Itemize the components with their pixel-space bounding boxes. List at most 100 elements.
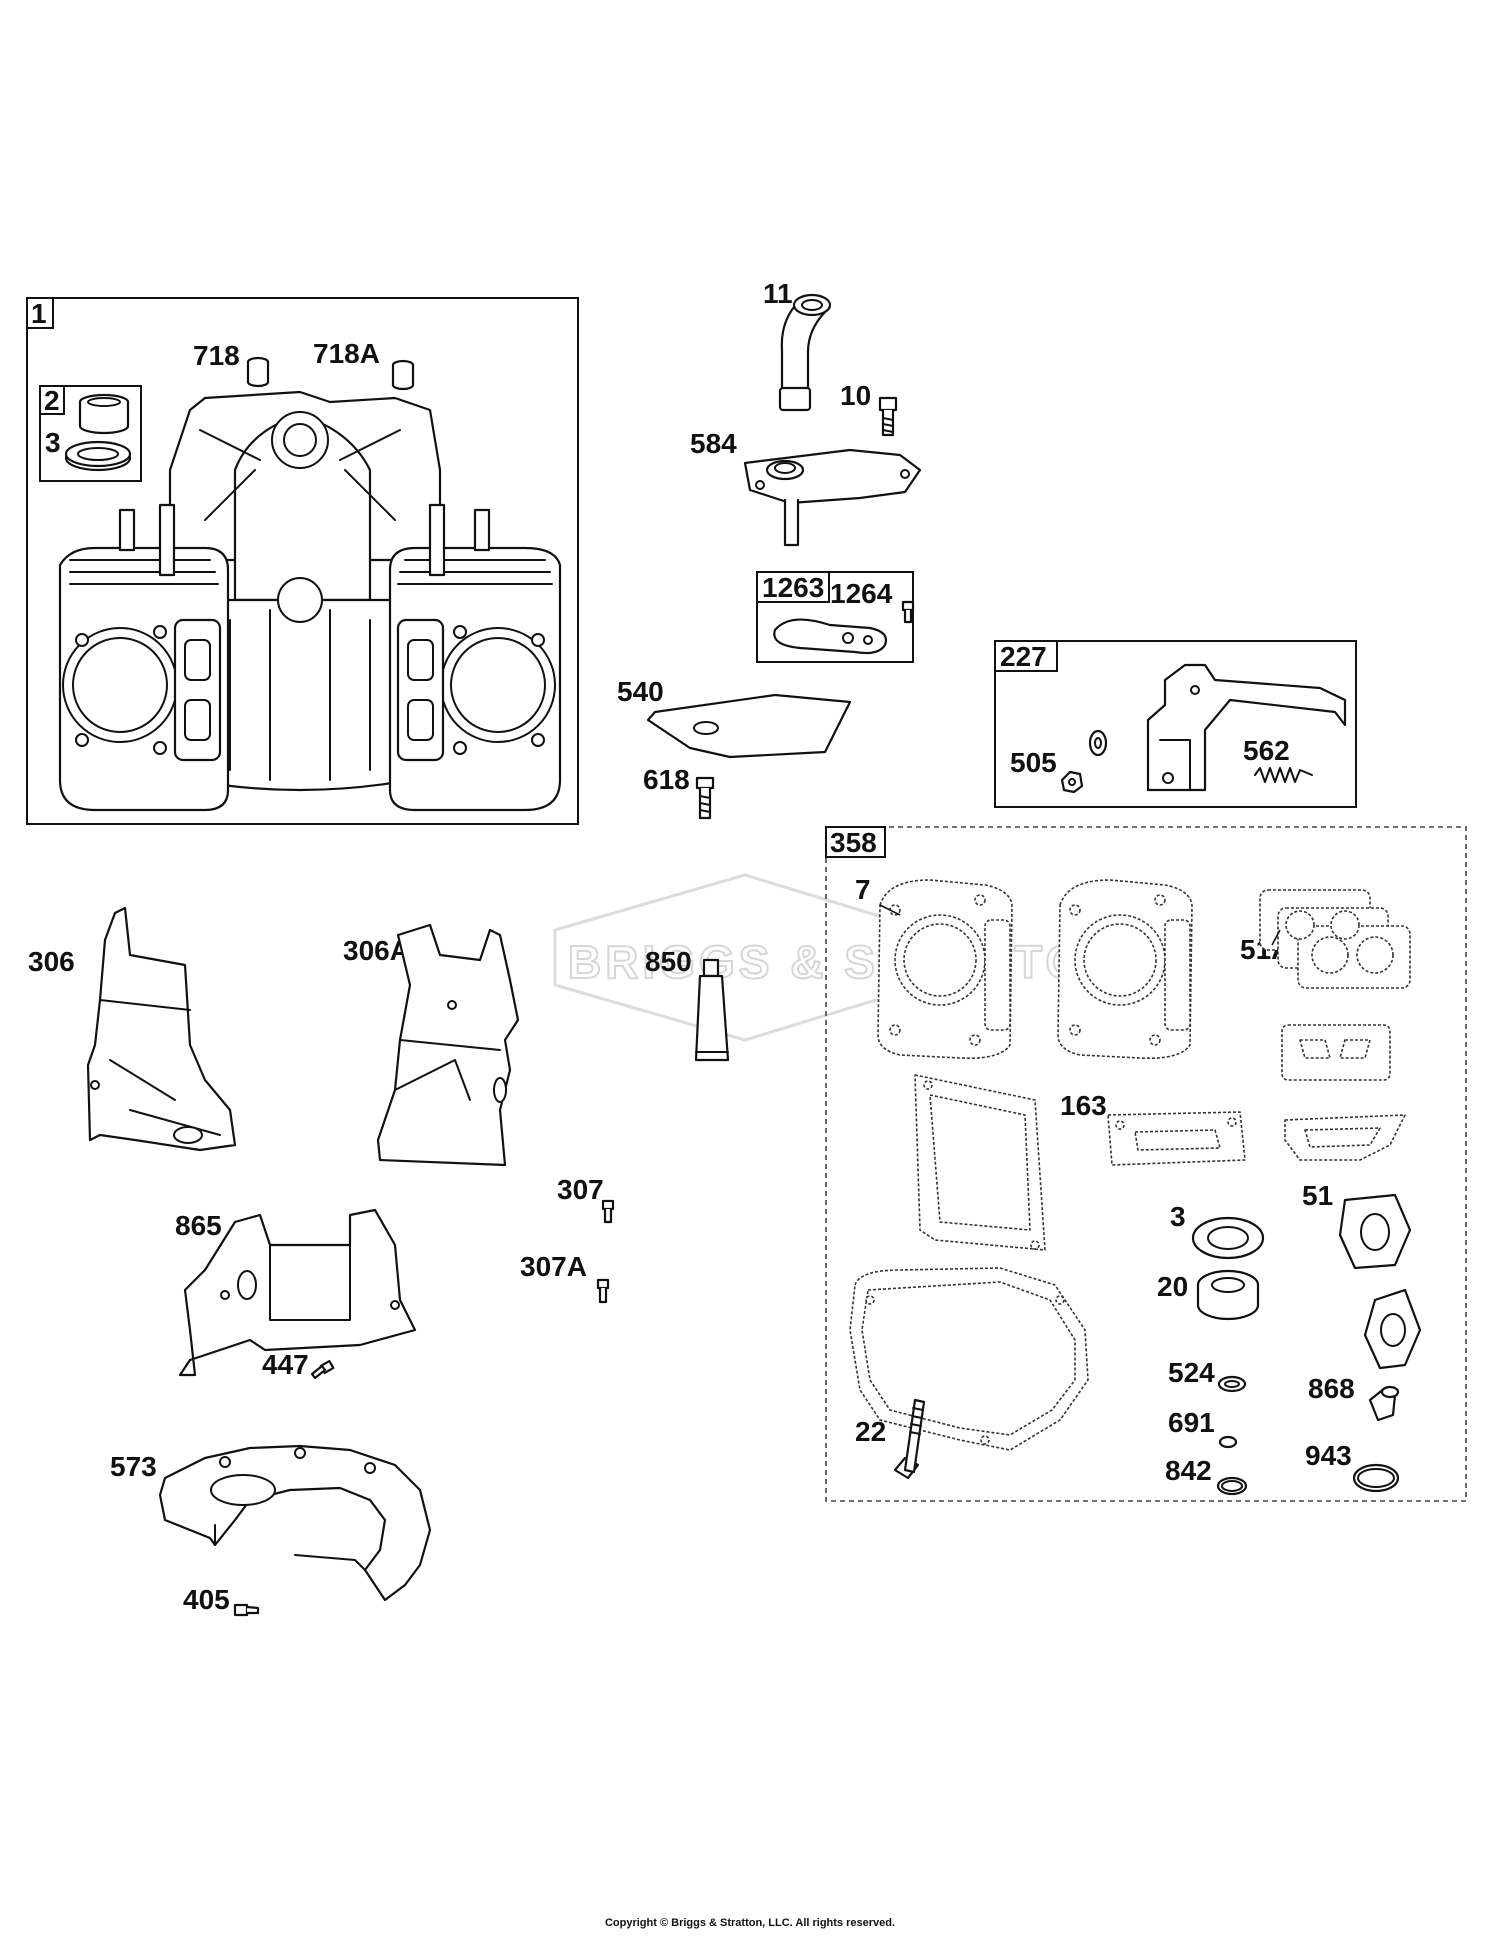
ring-524 (1217, 1375, 1247, 1393)
label-3-box: 3 (1170, 1201, 1186, 1232)
box-1-number: 1 (31, 298, 47, 329)
sealant-tube-850 (694, 958, 730, 1062)
watermark-logo: BRIGGS & STRATTON (553, 873, 1122, 1042)
sealant-tube-group: 850 (645, 946, 730, 1062)
crankcase-gasket (849, 1267, 1089, 1451)
shield-306A (376, 923, 520, 1167)
label-22: 22 (855, 1416, 886, 1447)
box-227-tag (994, 640, 1058, 672)
spring-562 (1254, 767, 1313, 783)
head-gasket-7b (1057, 879, 1193, 1060)
intake-gasket-flat (1281, 1024, 1391, 1081)
nut-505 (1060, 770, 1084, 794)
label-10: 10 (840, 380, 871, 411)
shields-group: 306 306A (28, 906, 520, 1167)
seal-part (64, 440, 132, 472)
screw-618 (695, 776, 715, 820)
box-2-number: 2 (44, 385, 60, 416)
box-2-frame (39, 385, 142, 482)
seal-20 (1196, 1269, 1260, 1321)
label-1264: 1264 (830, 578, 893, 609)
label-51: 51 (1302, 1180, 1333, 1211)
ring-691 (1218, 1435, 1238, 1449)
label-20: 20 (1157, 1271, 1188, 1302)
label-842: 842 (1165, 1455, 1212, 1486)
screw-307 (601, 1199, 615, 1224)
label-850: 850 (645, 946, 692, 977)
dowel-718 (246, 356, 270, 388)
breather-group: 11 10 584 (690, 278, 922, 547)
label-573: 573 (110, 1451, 157, 1482)
label-691: 691 (1168, 1407, 1215, 1438)
washer-505 (1088, 729, 1108, 757)
breather-tube (778, 293, 832, 412)
box-358-number: 358 (830, 827, 877, 858)
box-2-tag (39, 385, 65, 415)
label-163: 163 (1060, 1090, 1107, 1121)
label-447: 447 (262, 1349, 309, 1380)
screw-307A (596, 1278, 610, 1304)
box-227-number: 227 (1000, 641, 1047, 672)
screw-1264 (901, 600, 915, 624)
dowel-718A (391, 359, 415, 391)
label-405: 405 (183, 1584, 230, 1615)
ring-842 (1216, 1476, 1248, 1496)
box-358-group: 358 7 51A (825, 826, 1467, 1502)
label-524: 524 (1168, 1357, 1215, 1388)
box-227-frame (994, 640, 1357, 808)
screw-405 (233, 1603, 260, 1617)
gasket-163 (1107, 1111, 1246, 1166)
head-gasket-7 (877, 879, 1013, 1060)
label-306: 306 (28, 946, 75, 977)
copyright-notice: Copyright © Briggs & Stratton, LLC. All … (604, 1917, 896, 1929)
box-358-tag (825, 826, 886, 858)
box-1-tag (26, 297, 54, 329)
shield-573 (158, 1444, 432, 1602)
breather-gasket-group: 540 618 (617, 676, 852, 820)
spacer-51 (1338, 1193, 1422, 1370)
box-1263-tag (756, 571, 830, 603)
label-718: 718 (193, 340, 240, 371)
shield-573-group: 573 405 (110, 1444, 432, 1617)
label-618: 618 (643, 764, 690, 795)
label-307: 307 (557, 1174, 604, 1205)
reed-plate-1263 (773, 618, 888, 655)
bolt-10 (878, 396, 898, 437)
box-1-frame (26, 297, 579, 825)
screws-307-group: 307 307A (520, 1174, 615, 1304)
valve-seal-868 (1368, 1385, 1400, 1422)
label-865: 865 (175, 1210, 222, 1241)
label-307A: 307A (520, 1251, 587, 1282)
box-227-group: 227 505 562 (994, 640, 1357, 808)
manifold-gasket (1284, 1114, 1406, 1161)
screw-447 (310, 1359, 335, 1380)
label-540: 540 (617, 676, 664, 707)
engine-block (58, 390, 562, 812)
box-1263-frame (756, 571, 914, 663)
box-1263-number: 1263 (762, 572, 824, 603)
box-1263-group: 1263 1264 (756, 571, 915, 663)
label-3-top: 3 (45, 427, 61, 458)
intake-gaskets-51A (1259, 889, 1411, 989)
gasket-540 (646, 693, 852, 759)
o-ring-943 (1352, 1463, 1400, 1493)
seal-3 (1191, 1216, 1265, 1260)
shield-306 (86, 906, 237, 1152)
breather-cover-584 (743, 448, 922, 547)
label-505: 505 (1010, 747, 1057, 778)
label-11: 11 (763, 278, 793, 309)
label-7: 7 (855, 874, 871, 905)
label-718A: 718A (313, 338, 380, 369)
leader-51A (1271, 929, 1281, 946)
valve-cover-gasket (914, 1074, 1046, 1251)
engine-block-group: 1 2 3 718 718A (26, 297, 579, 825)
label-943: 943 (1305, 1440, 1352, 1471)
box-358-frame (825, 826, 1467, 1502)
label-584: 584 (690, 428, 737, 459)
bolt-22 (893, 1398, 926, 1480)
shield-865 (178, 1208, 417, 1377)
label-868: 868 (1308, 1373, 1355, 1404)
governor-bracket (1146, 663, 1347, 792)
leader-7 (879, 904, 901, 916)
watermark-text: BRIGGS & STRATTON (568, 936, 1122, 988)
